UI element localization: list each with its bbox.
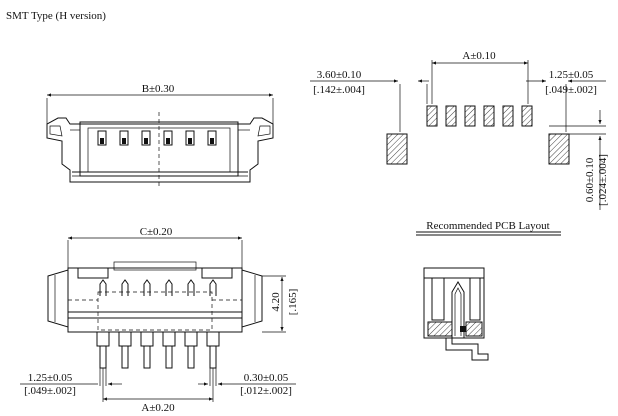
dim-height-mm: 4.20 (270, 292, 282, 312)
dim-bottom-left-mm: 1.25±0.05 (28, 372, 73, 384)
dim-right-mm: 1.25±0.05 (549, 69, 594, 81)
front-view: B±0.30 (46, 83, 274, 188)
dim-c-width: C±0.20 (140, 226, 173, 238)
signal-pads (426, 105, 533, 127)
bottom-pads (96, 331, 220, 347)
top-view: C±0.20 (20, 226, 299, 414)
side-section (423, 267, 489, 361)
dim-b-width: B±0.30 (142, 83, 175, 95)
dim-left-mm: 3.60±0.10 (317, 69, 362, 81)
mount-pad-left (386, 133, 408, 165)
dim-a-pitch-top: A±0.20 (141, 402, 175, 414)
pcb-layout: A±0.10 3.60±0.10 [.142±.004] 1.25±0.05 [… (310, 50, 609, 236)
dim-bottom-left-in: [.049±.002] (24, 385, 76, 397)
dim-bottom-right-in: [.012±.002] (240, 385, 292, 397)
pcb-layout-label: Recommended PCB Layout (426, 220, 549, 232)
dim-a-pitch-pcb: A±0.10 (462, 50, 496, 62)
dim-left-in: [.142±.004] (313, 84, 365, 96)
dim-right-in: [.049±.002] (545, 84, 597, 96)
top-pins (99, 279, 217, 296)
front-contacts (97, 130, 217, 146)
dim-pad-in: [.024±.004] (597, 154, 609, 206)
dim-height-in: [.165] (287, 289, 299, 316)
mount-pad-right (548, 133, 570, 165)
page-title: SMT Type (H version) (6, 10, 106, 22)
dim-bottom-right-mm: 0.30±0.05 (244, 372, 289, 384)
pin-legs (99, 345, 217, 369)
dim-pad-mm: 0.60±0.10 (584, 157, 596, 202)
